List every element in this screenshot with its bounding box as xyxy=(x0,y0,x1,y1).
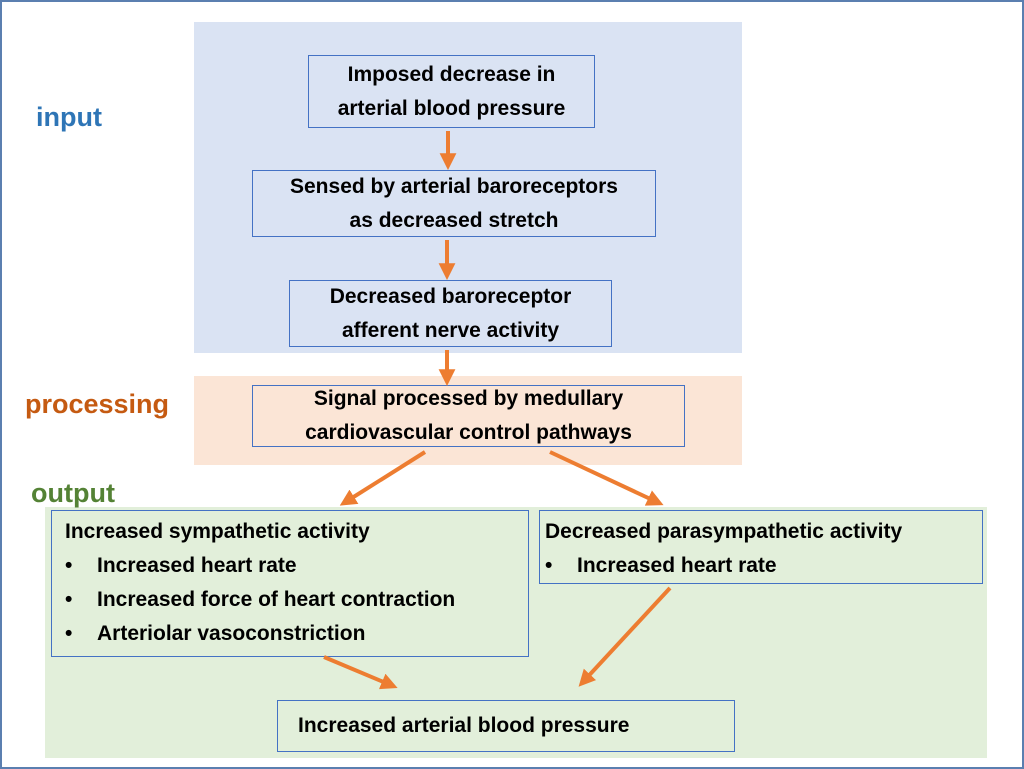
output-region xyxy=(45,507,987,758)
list-item-text: Increased heart rate xyxy=(577,554,777,577)
input-label: input xyxy=(36,102,102,132)
output-label: output xyxy=(31,478,115,508)
list-item: • Increased heart rate xyxy=(65,549,528,583)
parasympathetic-title: Decreased parasympathetic activity xyxy=(545,520,903,543)
bullet-marker: • xyxy=(65,588,73,611)
bullet-marker: • xyxy=(65,622,73,645)
box-text-line: afferent nerve activity xyxy=(341,318,560,342)
list-item-text: Arteriolar vasoconstriction xyxy=(97,622,366,645)
baroreceptor-sensing-box: Sensed by arterial baroreceptors as decr… xyxy=(252,170,656,237)
processing-region xyxy=(194,376,742,465)
list-item: • Arteriolar vasoconstriction xyxy=(65,617,528,651)
medullary-processing-box: Signal processed by medullary cardiovasc… xyxy=(252,385,685,447)
bullet-marker: • xyxy=(545,554,553,577)
sympathetic-title: Increased sympathetic activity xyxy=(65,520,370,543)
box-text-line: Signal processed by medullary xyxy=(313,387,624,410)
sympathetic-activity-box: Increased sympathetic activity • Increase… xyxy=(51,510,529,657)
box-text-line: Decreased baroreceptor xyxy=(329,284,572,308)
bullet-marker: • xyxy=(65,554,73,577)
box-text-line: as decreased stretch xyxy=(349,208,559,232)
list-item: • Increased force of heart contraction xyxy=(65,583,528,617)
box-text-line: arterial blood pressure xyxy=(337,96,566,120)
increased-pressure-box: Increased arterial blood pressure xyxy=(277,700,735,752)
list-item: • Increased heart rate xyxy=(545,549,982,583)
afferent-activity-box: Decreased baroreceptor afferent nerve ac… xyxy=(289,280,612,347)
input-region xyxy=(194,22,742,353)
processing-label: processing xyxy=(25,389,170,419)
result-text: Increased arterial blood pressure xyxy=(298,714,630,737)
box-text-line: cardiovascular control pathways xyxy=(305,421,632,444)
sympathetic-effects-list: • Increased heart rate • Increased force o… xyxy=(65,549,528,651)
box-text-line: Imposed decrease in xyxy=(347,62,556,86)
parasympathetic-activity-box: Decreased parasympathetic activity • Incr… xyxy=(539,510,983,584)
list-item-text: Increased force of heart contraction xyxy=(97,588,456,611)
imposed-decrease-box: Imposed decrease in arterial blood press… xyxy=(308,55,595,128)
parasympathetic-effects-list: • Increased heart rate xyxy=(545,549,982,583)
list-item-text: Increased heart rate xyxy=(97,554,297,577)
box-text-line: Sensed by arterial baroreceptors xyxy=(290,174,618,198)
